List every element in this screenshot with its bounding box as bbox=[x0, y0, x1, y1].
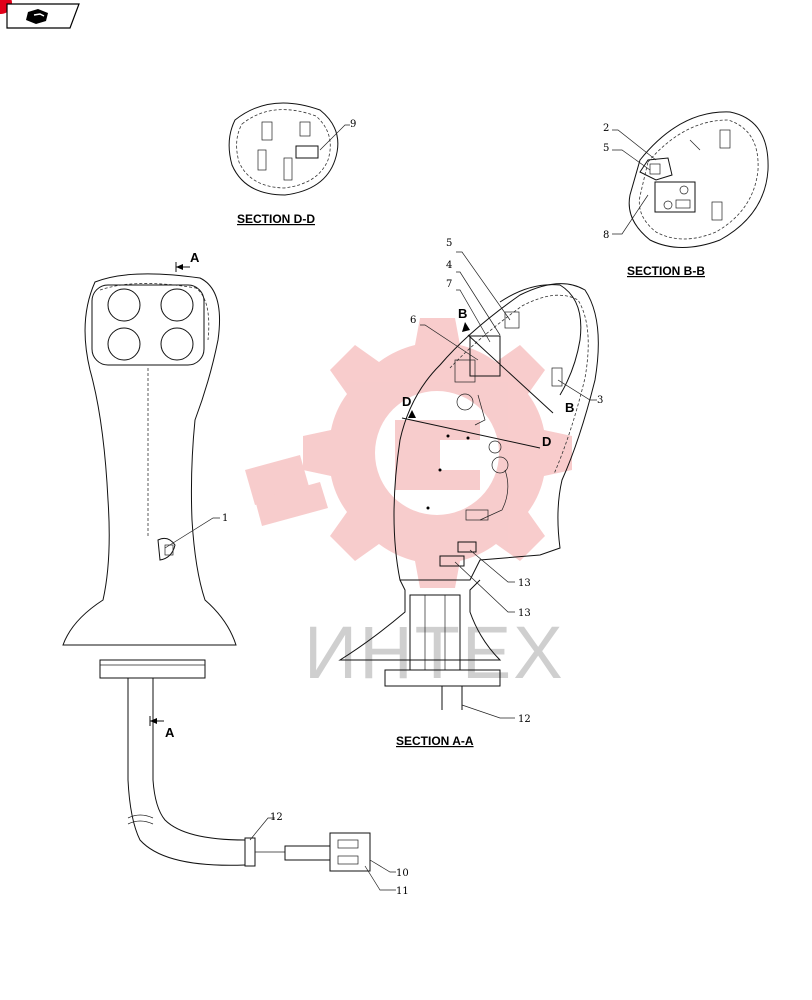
svg-text:B: B bbox=[458, 306, 467, 321]
svg-text:D: D bbox=[402, 394, 411, 409]
callout-6: 6 bbox=[410, 315, 416, 326]
callout-1: 1 bbox=[222, 513, 228, 524]
watermark-text: ИНТЕХ bbox=[304, 611, 565, 694]
svg-text:A: A bbox=[190, 250, 200, 265]
section-a-marker-bottom: A bbox=[149, 716, 175, 740]
joystick-handle: 1 12 10 11 bbox=[62, 273, 409, 897]
callout-7: 7 bbox=[446, 279, 452, 290]
callout-13-b: 13 bbox=[518, 608, 531, 619]
callout-11: 11 bbox=[396, 886, 409, 897]
section-dd-view: 9 bbox=[228, 102, 356, 196]
callout-5-bb: 5 bbox=[603, 143, 609, 154]
watermark-gear bbox=[245, 318, 572, 588]
callout-8: 8 bbox=[603, 230, 609, 241]
callout-9: 9 bbox=[350, 119, 356, 130]
back-to-book-button[interactable] bbox=[6, 3, 80, 29]
callout-13-a: 13 bbox=[518, 578, 531, 589]
callout-4: 4 bbox=[446, 260, 452, 271]
section-aa-view: 5 4 7 6 3 13 13 12 bbox=[338, 238, 603, 725]
callout-2: 2 bbox=[603, 123, 609, 134]
section-b-cut-line: B B bbox=[458, 306, 574, 415]
callout-5: 5 bbox=[446, 238, 452, 249]
section-d-cut-line: D D bbox=[401, 394, 551, 449]
svg-text:A: A bbox=[165, 725, 175, 740]
book-icon bbox=[26, 9, 48, 24]
callout-3: 3 bbox=[597, 395, 603, 406]
callout-10: 10 bbox=[396, 868, 409, 879]
section-aa-label: SECTION A-A bbox=[396, 734, 474, 748]
svg-text:B: B bbox=[565, 400, 574, 415]
section-bb-view: 2 5 8 bbox=[603, 111, 769, 248]
section-dd-label: SECTION D-D bbox=[237, 212, 315, 226]
callout-12-section: 12 bbox=[518, 714, 531, 725]
section-bb-label: SECTION B-B bbox=[627, 264, 705, 278]
callout-12-cable: 12 bbox=[270, 812, 283, 823]
svg-text:D: D bbox=[542, 434, 551, 449]
section-a-marker-top: A bbox=[175, 250, 200, 272]
